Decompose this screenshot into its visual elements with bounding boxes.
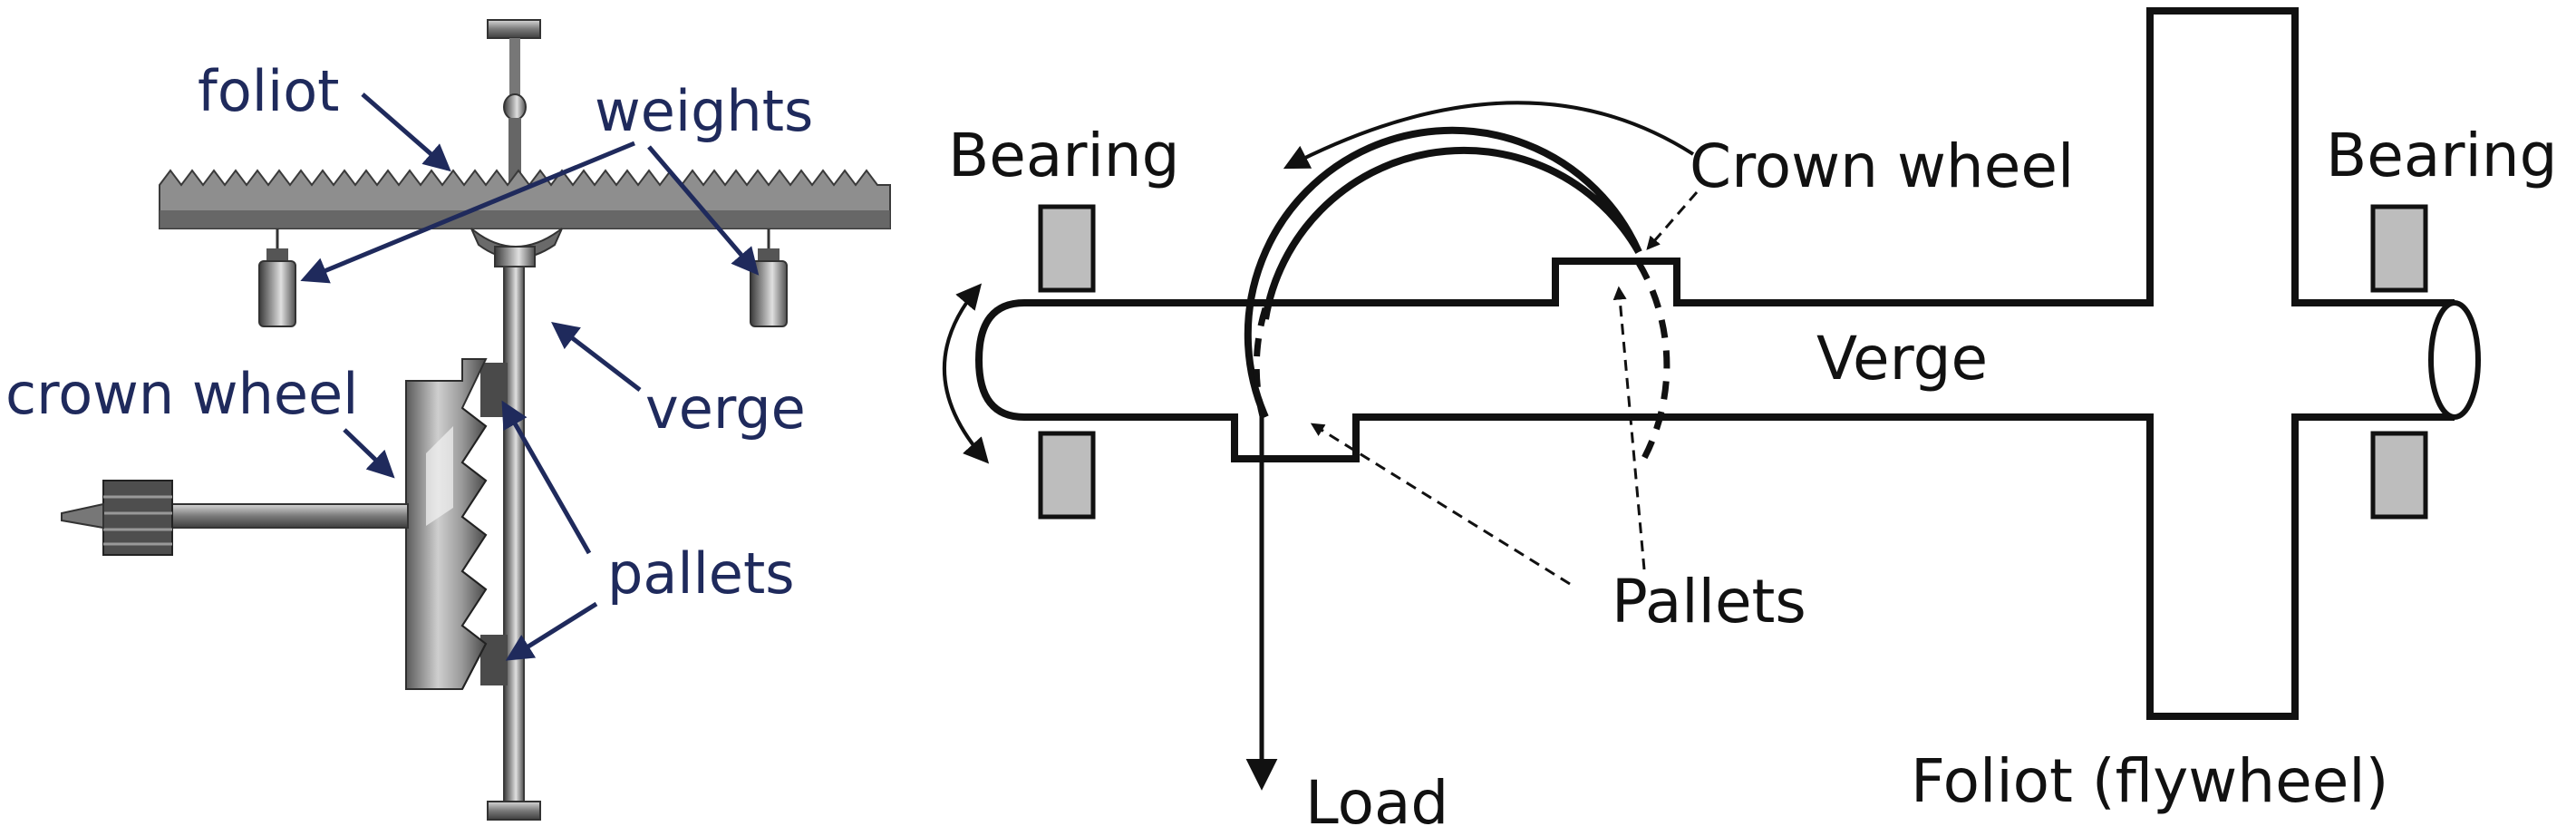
label-bearing-left: Bearing: [948, 121, 1180, 190]
crown-wheel-dashed-callout: [1646, 191, 1699, 250]
right-weight: [750, 260, 788, 327]
verge-right-end: [2428, 300, 2481, 420]
bearing-right-bottom: [2370, 431, 2428, 520]
left-illustration: foliot weights crown wheel verge pallets: [5, 19, 891, 821]
pallets-dashed-callout-lower: [1310, 423, 1571, 586]
crown-wheel-rotation-arrow: [1283, 101, 1695, 170]
left-weight: [258, 260, 296, 327]
bearing-right-top: [2370, 204, 2428, 293]
label-crown-wheel: crown wheel: [5, 361, 358, 427]
label-weights: weights: [595, 78, 813, 144]
label-pallets: pallets: [607, 540, 795, 607]
crown-wheel: [405, 358, 488, 690]
right-weight-cap: [758, 248, 780, 261]
crown-wheel-teeth-shadow: [460, 407, 488, 690]
upper-pallet: [480, 363, 508, 417]
verge-rod: [503, 266, 525, 802]
bearing-left-top: [1038, 204, 1096, 293]
verge-top-knob: [503, 93, 527, 121]
right-schematic: Bearing Bearing Crown wheel Verge Pallet…: [943, 7, 2558, 836]
left-weight-cap: [266, 248, 288, 261]
arbor-tip: [61, 502, 104, 530]
verge-callout-arrow: [551, 321, 642, 392]
pallets-callout-arrow-upper: [501, 400, 592, 555]
crown-wheel-hidden-left: [1253, 306, 1269, 428]
label-load: Load: [1305, 768, 1448, 836]
crown-wheel-circle: [1244, 126, 1642, 419]
foliot-callout-arrow: [361, 92, 451, 172]
label-foliot-flywheel: Foliot (flywheel): [1911, 746, 2388, 816]
verge-left-end: [974, 299, 1025, 421]
weights-callout-arrow-right: [647, 145, 760, 276]
verge-top-cap: [487, 19, 541, 39]
label-crown-wheel: Crown wheel: [1690, 131, 2074, 201]
verge-bottom-cap: [487, 801, 541, 821]
weights-callout-arrow-left: [300, 141, 635, 284]
foliot-hub-collar: [494, 246, 536, 267]
crown-wheel-hidden-right: [1635, 261, 1671, 470]
label-bearing-right: Bearing: [2326, 121, 2558, 190]
bearing-left-bottom: [1038, 431, 1096, 520]
verge-shaft: [1024, 7, 2455, 720]
label-verge: Verge: [1816, 324, 1988, 394]
pallets-dashed-callout-upper: [1612, 286, 1646, 570]
pallets-callout-arrow-lower: [505, 601, 598, 661]
crown-arbor: [146, 503, 409, 529]
label-verge: verge: [645, 375, 806, 442]
verge-oscillation-arrow: [943, 283, 990, 464]
label-pallets: Pallets: [1612, 567, 1806, 637]
crown-wheel-highlight: [426, 426, 453, 526]
verge-top-stem: [509, 38, 520, 103]
label-foliot: foliot: [198, 58, 339, 124]
foliot-bar-shade: [160, 210, 890, 228]
crown-wheel-callout-arrow: [343, 428, 395, 479]
